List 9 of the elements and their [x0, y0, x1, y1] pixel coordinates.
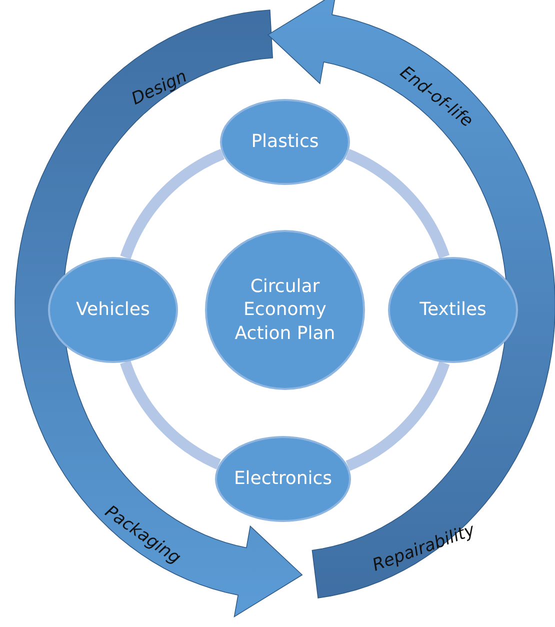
topic-label: Textiles	[420, 298, 486, 322]
ring-connector	[345, 148, 450, 259]
topic-label: Circular Economy Action Plan	[234, 274, 336, 346]
topic-label: Vehicles	[76, 298, 150, 322]
ring-connector	[120, 148, 225, 260]
topic-label: Electronics	[234, 467, 332, 491]
topic-label: Plastics	[251, 130, 319, 154]
ring-connector	[346, 360, 450, 471]
ring-connector	[120, 360, 221, 470]
